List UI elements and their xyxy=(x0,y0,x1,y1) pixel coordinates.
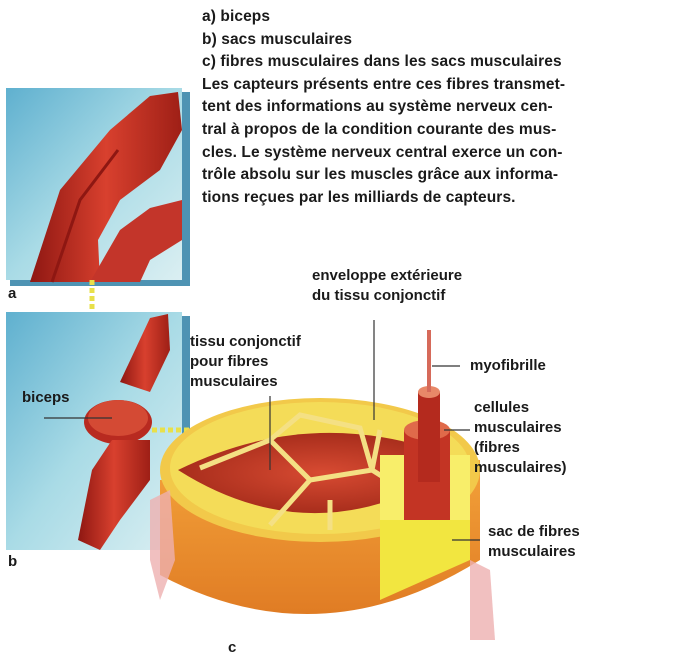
panel-b-label: b xyxy=(8,552,17,572)
caption-text: a) biceps b) sacs musculaires c) fibres … xyxy=(202,6,677,209)
caption-line-c: c) fibres musculaires dans les sacs musc… xyxy=(202,51,677,74)
fiber-sac-label: sac de fibres musculaires xyxy=(488,522,580,562)
caption-line-4: Les capteurs présents entre ces fibres t… xyxy=(202,74,677,97)
outer-sheath-label: enveloppe extérieure du tissu conjonctif xyxy=(312,266,462,306)
biceps-label: biceps xyxy=(22,388,70,408)
myofibril-label: myofibrille xyxy=(470,356,546,376)
panel-a-biceps-image xyxy=(6,88,190,286)
caption-line-9: tions reçues par les milliards de capteu… xyxy=(202,187,677,210)
caption-line-8: trôle absolu sur les muscles grâce aux i… xyxy=(202,164,677,187)
caption-line-6: tral à propos de la condition courante d… xyxy=(202,119,677,142)
muscle-cells-label: cellules musculaires (fibres musculaires… xyxy=(474,398,567,478)
caption-line-7: cles. Le système nerveux central exerce … xyxy=(202,142,677,165)
caption-line-a: a) biceps xyxy=(202,6,677,29)
connective-tissue-label: tissu conjonctif pour fibres musculaires xyxy=(190,332,301,392)
panel-c-label: c xyxy=(228,638,236,658)
panel-a-label: a xyxy=(8,284,16,304)
caption-line-b: b) sacs musculaires xyxy=(202,29,677,52)
caption-line-5: tent des informations au système nerveux… xyxy=(202,96,677,119)
